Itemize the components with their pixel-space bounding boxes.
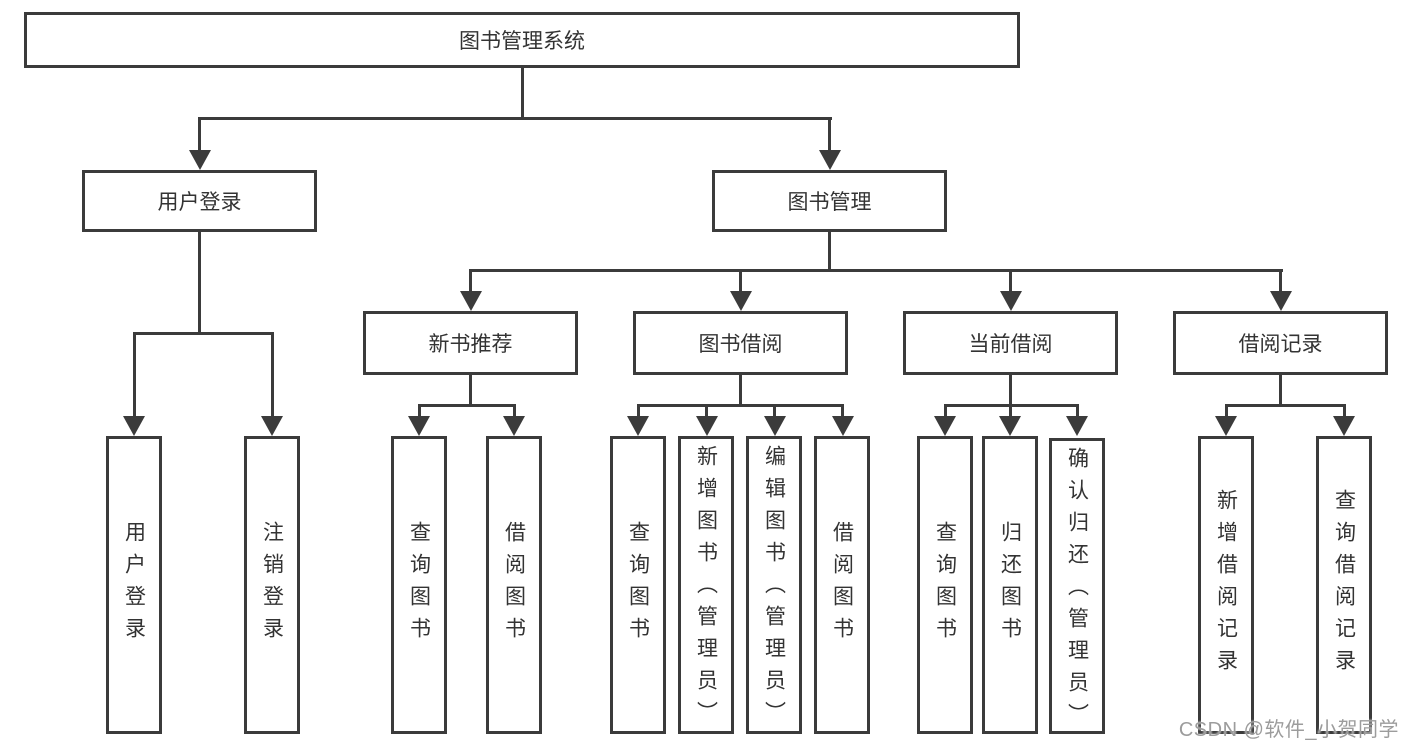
arrow-down-icon (696, 416, 718, 436)
connector-current-stem (1009, 375, 1012, 406)
node-book-borrowing: 图书借阅 (633, 311, 848, 375)
leaf-add-borrow-record: 新增借阅记录 (1198, 436, 1254, 734)
leaf-query-books-current: 查询图书 (917, 436, 973, 734)
connector-drop (513, 404, 516, 418)
connector-drop-new-books (469, 269, 472, 295)
arrow-down-icon (999, 416, 1021, 436)
connector-drop-records (1279, 269, 1282, 295)
leaf-confirm-return-admin: 确认归还（管理员） (1049, 438, 1105, 735)
arrow-down-icon (934, 416, 956, 436)
connector-user-branch (133, 332, 274, 335)
connector-user-stem (198, 232, 201, 334)
leaf-query-books-recommend: 查询图书 (391, 436, 447, 734)
leaf-return-books: 归还图书 (982, 436, 1038, 734)
node-library-management-system: 图书管理系统 (24, 12, 1020, 68)
leaf-borrow-books-recommend: 借阅图书 (486, 436, 542, 734)
connector-newbooks-branch (418, 404, 516, 407)
leaf-add-books-admin: 新增图书（管理员） (678, 436, 734, 734)
arrow-down-icon (627, 416, 649, 436)
arrow-down-icon (460, 291, 482, 311)
arrow-down-icon (1333, 416, 1355, 436)
connector-drop (1076, 404, 1079, 418)
leaf-borrow-books: 借阅图书 (814, 436, 870, 734)
connector-root-branch (198, 117, 832, 120)
arrow-down-icon (1270, 291, 1292, 311)
node-book-management: 图书管理 (712, 170, 947, 232)
arrow-down-icon (408, 416, 430, 436)
connector-root-stem (521, 68, 524, 118)
connector-borrow-stem (739, 375, 742, 406)
node-user-login: 用户登录 (82, 170, 317, 232)
connector-drop (705, 404, 708, 418)
leaf-user-login: 用户登录 (106, 436, 162, 734)
connector-newbooks-stem (469, 375, 472, 406)
connector-drop (1225, 404, 1228, 418)
node-new-book-recommend: 新书推荐 (363, 311, 578, 375)
arrow-down-icon (819, 150, 841, 170)
arrow-down-icon (730, 291, 752, 311)
connector-drop (841, 404, 844, 418)
arrow-down-icon (832, 416, 854, 436)
arrow-down-icon (123, 416, 145, 436)
leaf-query-books-borrow: 查询图书 (610, 436, 666, 734)
connector-drop (418, 404, 421, 418)
arrow-down-icon (261, 416, 283, 436)
connector-drop-borrow (739, 269, 742, 295)
connector-records-branch (1225, 404, 1346, 407)
node-borrowing-records: 借阅记录 (1173, 311, 1388, 375)
connector-records-stem (1279, 375, 1282, 406)
arrow-down-icon (189, 150, 211, 170)
connector-drop-user-login (198, 117, 201, 153)
connector-drop (773, 404, 776, 418)
connector-drop (637, 404, 640, 418)
node-current-borrowing: 当前借阅 (903, 311, 1118, 375)
connector-drop-book-management (828, 117, 831, 153)
connector-drop (944, 404, 947, 418)
csdn-watermark: CSDN @软件_小贺同学 (1178, 719, 1399, 741)
leaf-edit-books-admin: 编辑图书（管理员） (746, 436, 802, 734)
arrow-down-icon (764, 416, 786, 436)
connector-drop-current (1009, 269, 1012, 295)
connector-borrow-branch (637, 404, 844, 407)
connector-book-stem (828, 232, 831, 272)
connector-book-branch (469, 269, 1283, 272)
connector-drop-leaf-user-login (133, 332, 136, 417)
arrow-down-icon (1066, 416, 1088, 436)
leaf-query-borrow-record: 查询借阅记录 (1316, 436, 1372, 734)
leaf-logout: 注销登录 (244, 436, 300, 734)
connector-drop-leaf-logout (271, 332, 274, 417)
arrow-down-icon (503, 416, 525, 436)
connector-drop (1343, 404, 1346, 418)
arrow-down-icon (1000, 291, 1022, 311)
connector-drop (1009, 404, 1012, 418)
arrow-down-icon (1215, 416, 1237, 436)
